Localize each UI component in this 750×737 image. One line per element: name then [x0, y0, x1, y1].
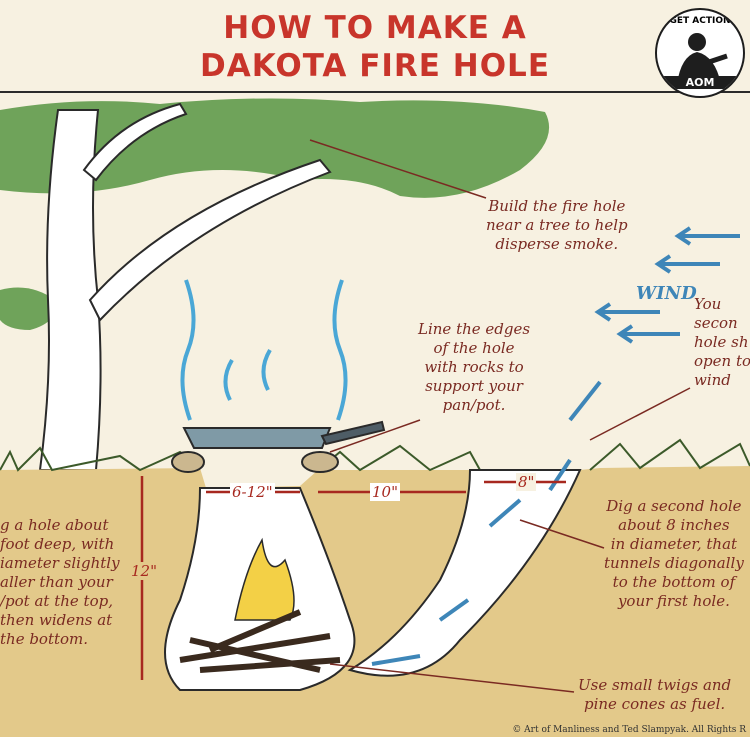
label-second-open-line-3: hole sh — [694, 333, 749, 351]
dim-gap: 10" — [370, 483, 400, 501]
logo-bottom-text: AOM — [657, 76, 743, 89]
label-first-hole-line-1: g a hole about — [0, 516, 109, 534]
label-rocks-line-3: with rocks to — [424, 358, 524, 376]
grass-line — [0, 438, 750, 472]
label-second-open: You secon hole sh open to wind — [694, 295, 750, 390]
label-first-hole-line-3: iameter slightly — [0, 554, 120, 572]
label-tree: Build the fire hole near a tree to help … — [486, 197, 628, 254]
label-second-hole-line-5: to the bottom of — [612, 573, 736, 591]
steam — [180, 279, 348, 421]
label-rocks-line-4: support your — [425, 377, 523, 395]
label-second-open-line-1: You — [694, 295, 722, 313]
label-wind: WIND — [636, 283, 697, 304]
wind-arrows — [371, 226, 740, 666]
leader-lines — [309, 139, 691, 693]
fire-logs — [179, 609, 341, 673]
dim-second: 8" — [516, 473, 537, 491]
dim-top-width: 6-12" — [230, 483, 275, 501]
label-second-open-line-5: wind — [694, 371, 731, 389]
label-second-hole-line-4: tunnels diagonally — [604, 554, 744, 572]
tree-branch-upper — [82, 102, 188, 182]
tree-trunk — [38, 109, 102, 471]
label-fuel-line-2: pine cones as fuel. — [583, 695, 726, 713]
label-tree-line-1: Build the fire hole — [488, 197, 626, 215]
label-second-hole: Dig a second hole about 8 inches in diam… — [604, 497, 744, 611]
label-first-hole: g a hole about foot deep, with iameter s… — [0, 516, 120, 649]
pan-handle — [320, 420, 386, 446]
label-fuel-line-1: Use small twigs and — [578, 676, 732, 694]
label-first-hole-line-5: /pot at the top, — [0, 592, 113, 610]
label-second-hole-line-1: Dig a second hole — [606, 497, 742, 515]
rock-right — [301, 451, 339, 473]
small-shrub — [0, 287, 56, 330]
label-second-hole-line-6: your first hole. — [617, 592, 730, 610]
title-line-2: DAKOTA FIRE HOLE — [199, 48, 550, 84]
dim-depth: 12" — [130, 562, 158, 580]
label-rocks-line-1: Line the edges — [418, 320, 531, 338]
title-line-1: HOW TO MAKE A — [223, 10, 527, 46]
aom-logo: GET ACTION AOM — [655, 8, 745, 98]
label-first-hole-line-6: then widens at — [0, 611, 113, 629]
credit-line: © Art of Manliness and Ted Slampyak. All… — [512, 725, 746, 735]
label-second-open-line-4: open to — [694, 352, 750, 370]
label-first-hole-line-4: aller than your — [0, 573, 113, 591]
title-rule — [0, 91, 750, 93]
rock-left — [171, 451, 205, 473]
label-rocks-line-2: of the hole — [433, 339, 515, 357]
label-second-hole-line-2: about 8 inches — [618, 516, 730, 534]
label-tree-line-2: near a tree to help — [486, 216, 628, 234]
label-rocks: Line the edges of the hole with rocks to… — [418, 320, 530, 415]
tree-branch — [88, 158, 332, 322]
label-first-hole-line-7: the bottom. — [0, 630, 89, 648]
logo-top-text: GET ACTION — [669, 16, 731, 26]
label-tree-line-3: disperse smoke. — [495, 235, 619, 253]
label-first-hole-line-2: foot deep, with — [0, 535, 115, 553]
label-second-open-line-2: secon — [694, 314, 738, 332]
label-rocks-line-5: pan/pot. — [442, 396, 506, 414]
label-fuel: Use small twigs and pine cones as fuel. — [578, 676, 731, 714]
fire-flames — [234, 537, 295, 621]
label-second-hole-line-3: in diameter, that — [610, 535, 738, 553]
frying-pan — [182, 427, 332, 449]
